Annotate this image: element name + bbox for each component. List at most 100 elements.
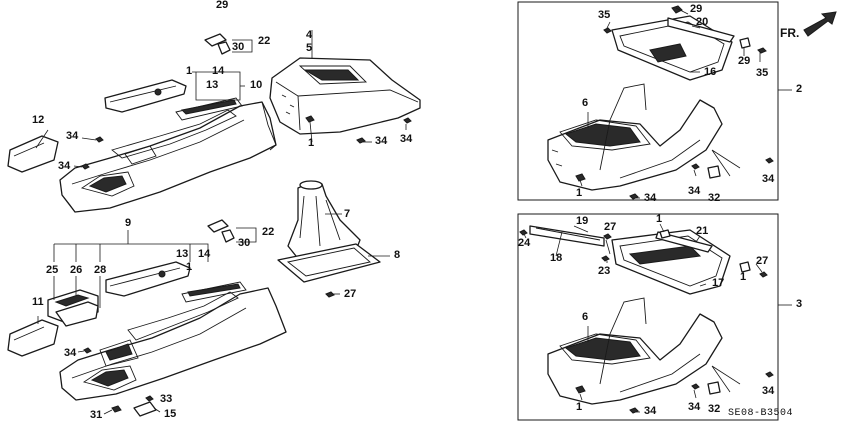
clip-lower-right <box>739 261 751 273</box>
callout-29-top: 29 <box>690 3 703 15</box>
callout-34-lr-b: 34 <box>688 401 701 413</box>
callout-1-lr: 1 <box>576 401 583 413</box>
callout-14-lower: 14 <box>198 248 211 260</box>
callout-34-panel-b: 34 <box>400 133 413 145</box>
front-marker-label: FR. <box>780 26 800 40</box>
callout-1-ur: 1 <box>576 187 583 199</box>
clip-1-bracket <box>659 229 671 239</box>
callout-1-lr-bracket: 1 <box>656 213 663 225</box>
callout-34-lr-a: 34 <box>644 405 657 417</box>
callout-20: 20 <box>696 16 709 28</box>
screw-35-right <box>757 47 767 54</box>
armrest-lid-upper <box>104 79 187 113</box>
callout-32-upper: 32 <box>708 192 721 204</box>
screw-27-center <box>603 233 612 240</box>
screw-35-left <box>603 27 612 34</box>
callout-34-ul-b: 34 <box>58 160 71 172</box>
callout-27-boot: 27 <box>344 288 357 300</box>
callout-9: 9 <box>125 217 132 229</box>
callout-28: 28 <box>94 264 107 276</box>
callout-17: 17 <box>712 277 725 289</box>
callout-7: 7 <box>344 208 351 220</box>
callout-24: 24 <box>518 237 531 249</box>
cup-holder <box>47 289 99 327</box>
console-lower-left <box>59 281 287 401</box>
bracket-20 <box>667 5 735 43</box>
screw-34-b <box>403 117 412 124</box>
callout-25: 25 <box>46 264 59 276</box>
diagram-code: SE08-B3504 <box>728 408 794 419</box>
clip-1-upper <box>305 115 315 123</box>
callout-14: 14 <box>212 65 225 77</box>
assembly-frame-2 <box>517 1 779 201</box>
callout-30-lower: 30 <box>238 237 251 249</box>
pad-11 <box>7 319 59 357</box>
callout-19: 19 <box>576 215 589 227</box>
boot-frame <box>277 243 381 283</box>
bracket-21 <box>655 231 713 253</box>
callout-35-right: 35 <box>756 67 769 79</box>
callout-6-lower: 6 <box>582 311 589 323</box>
callout-3: 3 <box>796 298 803 310</box>
callout-22-lower: 22 <box>262 226 275 238</box>
callout-1-lower-lid: 1 <box>186 261 193 273</box>
front-arrow-icon <box>803 11 837 37</box>
callout-6-upper: 6 <box>582 97 589 109</box>
callout-29-right: 29 <box>738 55 751 67</box>
callout-34-ur-a: 34 <box>644 192 657 204</box>
callout-5: 5 <box>306 42 313 54</box>
assembly-frame-3 <box>517 213 779 421</box>
callout-8: 8 <box>394 249 401 261</box>
callout-11: 11 <box>32 296 44 308</box>
callout-34-ur-c: 34 <box>762 173 775 185</box>
callout-1-lid: 1 <box>186 65 193 77</box>
panel-6-upper <box>547 83 723 191</box>
armrest-lid-lower <box>105 261 191 297</box>
clip-31 <box>111 405 122 413</box>
callout-34-ul-a: 34 <box>66 130 79 142</box>
callout-12: 12 <box>32 114 45 126</box>
callout-15: 15 <box>164 408 177 420</box>
callout-34-lr-c: 34 <box>762 385 775 397</box>
clip-lower <box>207 219 235 243</box>
callout-21: 21 <box>696 225 709 237</box>
panel-4-5 <box>269 57 421 135</box>
clip-1-right-upper <box>575 173 586 182</box>
console-upper-left <box>59 97 277 213</box>
screw-33 <box>145 395 154 402</box>
screw-24 <box>519 229 528 236</box>
callout-23: 23 <box>598 265 611 277</box>
screws-upper-left <box>81 136 104 170</box>
screw-23 <box>601 255 610 262</box>
callout-33: 33 <box>160 393 173 405</box>
callout-2: 2 <box>796 83 803 95</box>
callout-30: 30 <box>232 41 245 53</box>
leader-lines <box>35 7 763 415</box>
screw-34-right-b <box>691 163 700 170</box>
callout-1-lr-right: 1 <box>740 271 747 283</box>
callout-10: 10 <box>250 79 263 91</box>
callout-4: 4 <box>306 29 313 41</box>
bracket-15 <box>133 401 157 417</box>
callout-34-ur-b: 34 <box>688 185 701 197</box>
callout-16: 16 <box>704 66 717 78</box>
callout-34-ll: 34 <box>64 347 77 359</box>
callout-18: 18 <box>550 252 563 264</box>
callout-32-lower: 32 <box>708 403 721 415</box>
leads-32-lower <box>711 365 741 393</box>
screw-27-left <box>325 291 335 298</box>
callout-22: 22 <box>258 35 271 47</box>
panel-6-lower <box>547 297 723 405</box>
callout-31: 31 <box>90 409 103 421</box>
nut-32-upper <box>707 165 721 179</box>
pad-12 <box>7 135 59 173</box>
callout-1-panel: 1 <box>308 137 315 149</box>
callout-35-left: 35 <box>598 9 611 21</box>
clip-upper <box>204 33 231 55</box>
callout-13-lower: 13 <box>176 248 189 260</box>
screw-34-right-d <box>691 383 700 390</box>
clip-29-right <box>739 37 751 49</box>
screw-34-lower <box>83 347 92 354</box>
